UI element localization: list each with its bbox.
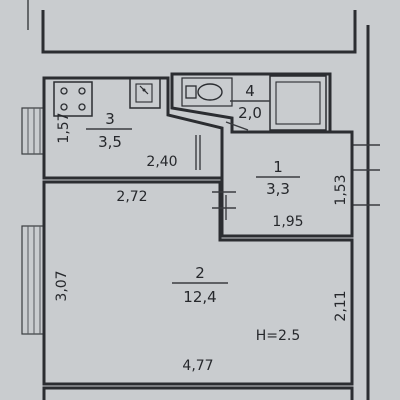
room-2-number: 2	[195, 264, 205, 282]
room-1-number: 1	[273, 158, 283, 176]
door-markers	[195, 135, 236, 220]
room-2-area: 12,4	[183, 288, 216, 306]
room-3-number: 3	[105, 110, 115, 128]
stove-icon	[53, 81, 93, 117]
dim-main-left-height: 3,07	[54, 270, 70, 301]
dim-main-bottom-width: 4,77	[182, 358, 213, 374]
top-building-outline	[27, 0, 370, 400]
dim-hall-height: 1,53	[333, 174, 349, 205]
room-4-number: 4	[245, 82, 255, 100]
bottom-building-outline	[42, 386, 354, 400]
dim-kitchen-width: 2,40	[146, 154, 177, 170]
ceiling-height-label: H=2.5	[256, 328, 301, 344]
kitchen-window	[21, 107, 45, 155]
dim-kitchen-height: 1,57	[56, 112, 72, 143]
apartment-walls	[42, 72, 354, 386]
room-3-area: 3,5	[98, 133, 122, 151]
room-1-area: 3,3	[266, 180, 290, 198]
toilet-icon	[181, 77, 233, 107]
kitchen-sink-icon	[129, 77, 161, 109]
right-exterior-wall	[352, 144, 380, 206]
dim-hall-width: 1,95	[272, 214, 303, 230]
bathtub-icon	[269, 75, 327, 131]
dim-main-upper-width: 2,72	[116, 189, 147, 205]
dim-main-right-height: 2,11	[333, 290, 349, 321]
room-4-area: 2,0	[238, 104, 262, 122]
room-4-leader	[225, 121, 249, 131]
